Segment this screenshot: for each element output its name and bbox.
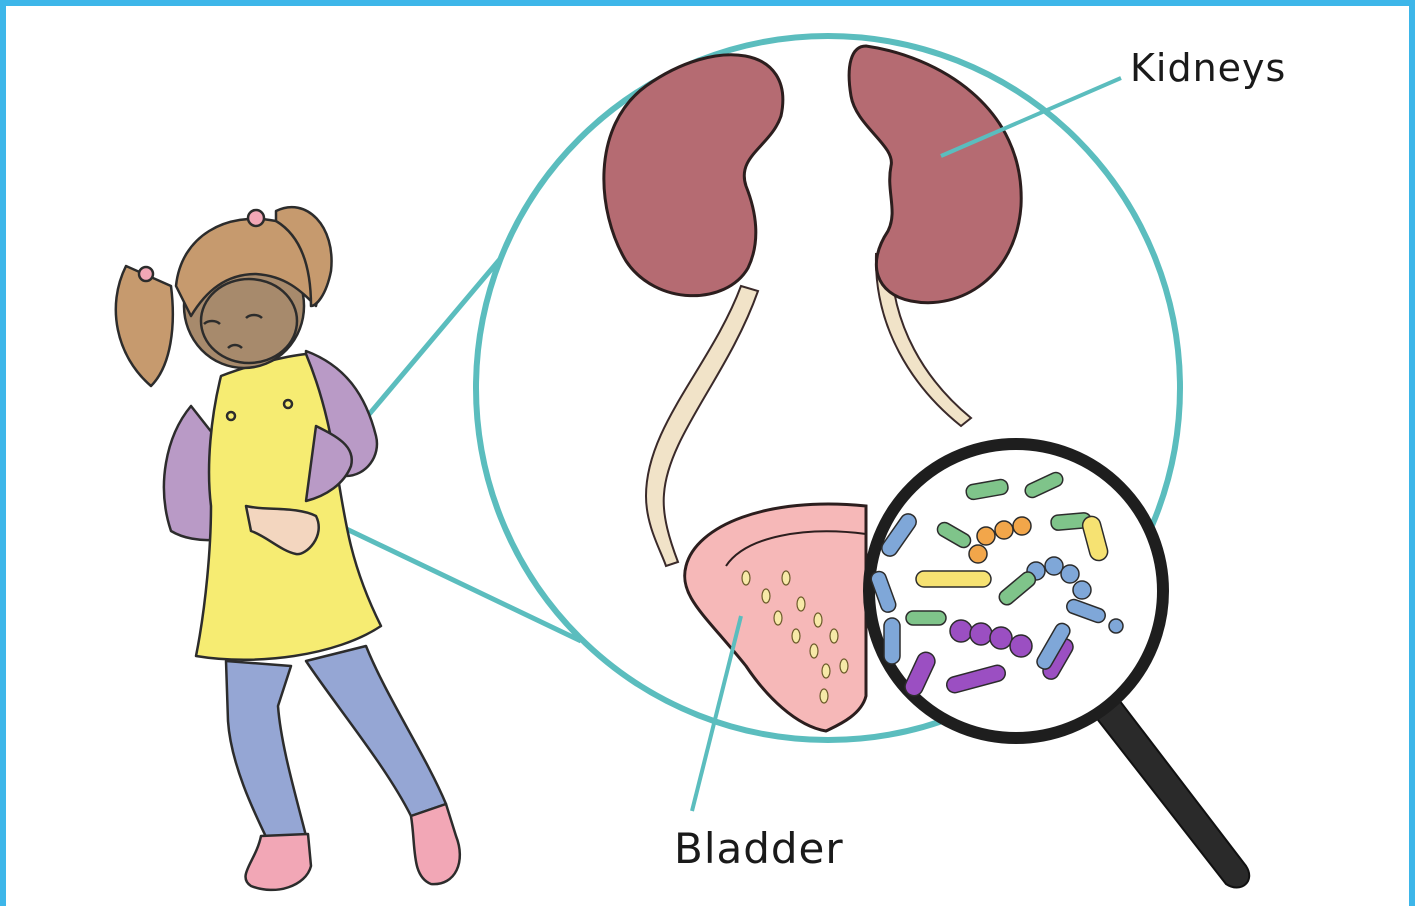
kidneys-label: Kidneys (1130, 46, 1286, 90)
bladder-label: Bladder (674, 824, 844, 873)
magnifying-glass-icon (869, 444, 1249, 888)
uti-illustration (6, 6, 1415, 906)
girl-figure (116, 207, 460, 890)
